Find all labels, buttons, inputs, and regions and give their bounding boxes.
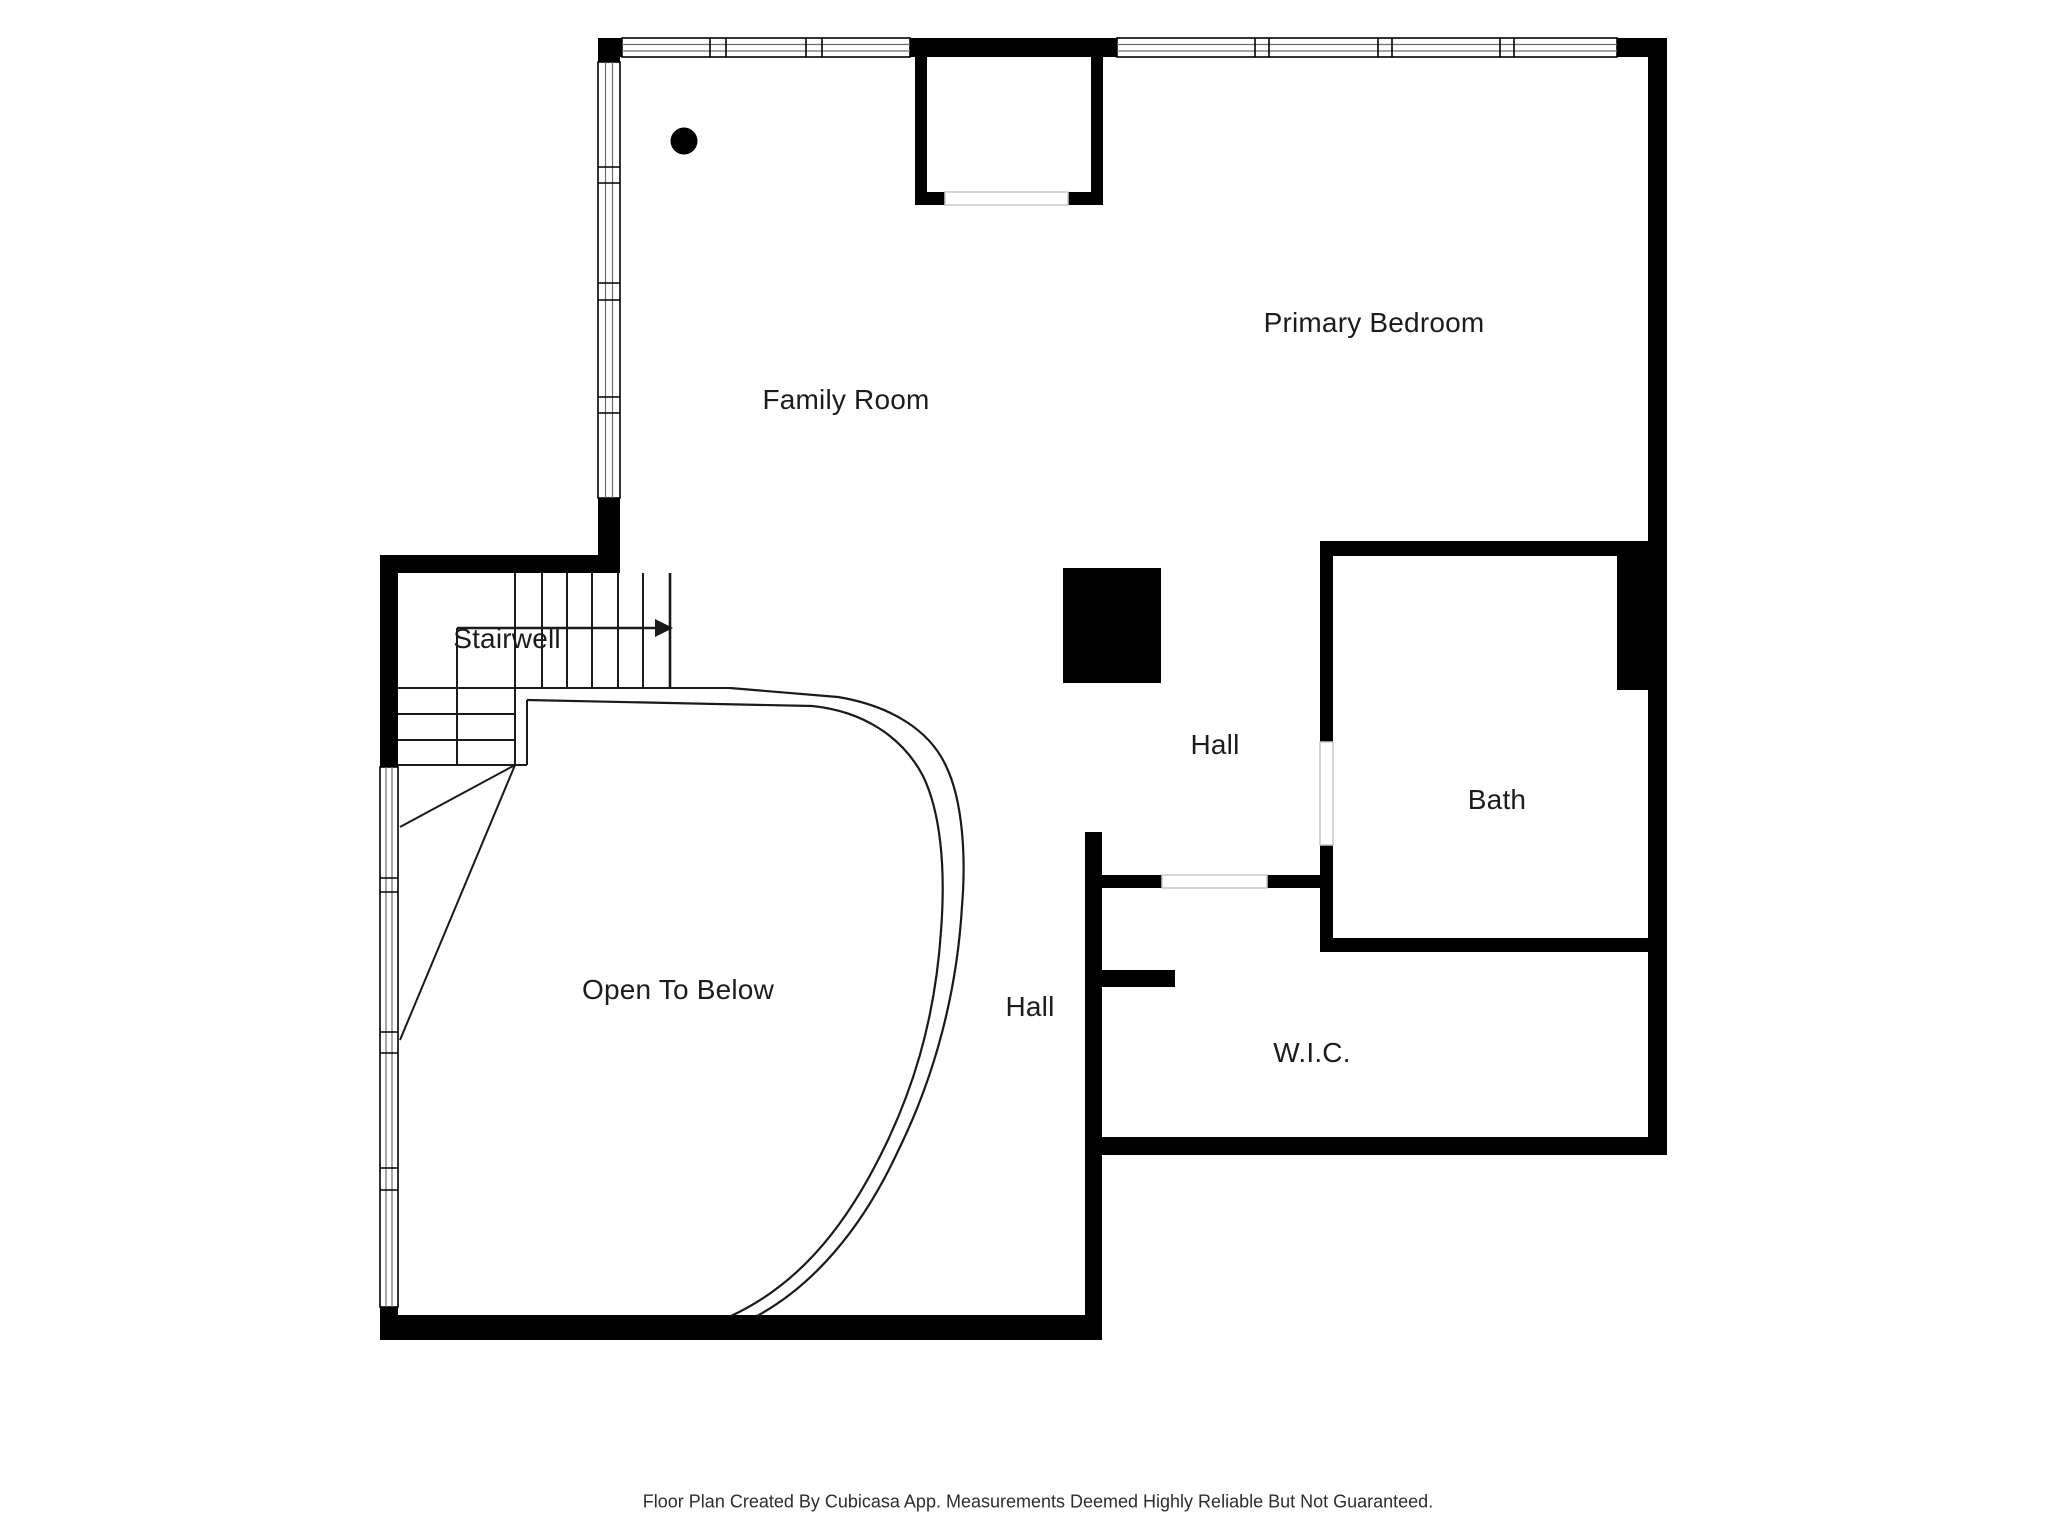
wic-bottom-wall xyxy=(1085,1137,1667,1155)
fireplace-stub-right xyxy=(1068,192,1103,205)
openings xyxy=(944,191,1334,889)
footer-disclaimer: Floor Plan Created By Cubicasa App. Meas… xyxy=(642,1491,1434,1512)
hall-wic-divider-wall xyxy=(1085,832,1102,1340)
room-label-primary-bedroom: Primary Bedroom xyxy=(1263,307,1485,339)
lower-left-wall-upper xyxy=(380,573,398,767)
bath-top-wall xyxy=(1320,541,1648,556)
round-column-icon xyxy=(670,127,698,155)
upper-left-wall-top xyxy=(598,38,620,62)
room-label-family-room: Family Room xyxy=(762,384,930,416)
window-top-right-band xyxy=(1116,37,1618,58)
bath-left-wall-upper xyxy=(1320,541,1333,742)
room-label-bath: Bath xyxy=(1467,784,1527,816)
room-label-open-to-below: Open To Below xyxy=(582,974,774,1006)
balcony-curve xyxy=(526,686,965,1317)
room-label-hall-lower: Hall xyxy=(1005,991,1055,1023)
wic-stub-wall xyxy=(1085,970,1175,987)
bath-bottom-wall xyxy=(1320,938,1648,952)
upper-left-wall-bottom xyxy=(598,498,620,573)
window-top-left-band xyxy=(621,37,911,58)
balcony-curve-inner xyxy=(526,698,944,1317)
room-label-hall-upper: Hall xyxy=(1190,729,1240,761)
bath-right-wall-block xyxy=(1617,556,1667,690)
fireplace-right-wall xyxy=(1091,57,1103,205)
top-wall-center-segment xyxy=(903,38,1117,57)
stairwell-top-wall xyxy=(380,555,618,573)
bath-door-opening xyxy=(1319,741,1334,846)
column-square xyxy=(1063,568,1161,683)
wic-door-opening xyxy=(1161,874,1268,889)
wic-top-wall-right xyxy=(1267,875,1320,888)
fireplace-opening xyxy=(944,191,1069,206)
fireplace-left-wall xyxy=(915,57,927,205)
wic-top-wall-left xyxy=(1085,875,1162,888)
room-label-stairwell: Stairwell xyxy=(453,623,561,655)
bottom-exterior-wall xyxy=(380,1315,1102,1340)
balcony-curve-outer xyxy=(729,686,965,1317)
windows xyxy=(379,37,1618,1308)
bath-left-wall-lower xyxy=(1320,845,1333,952)
window-upper-left-band xyxy=(597,61,621,499)
stair-direction-arrow-icon xyxy=(457,619,673,637)
room-label-wic: W.I.C. xyxy=(1273,1037,1351,1069)
walls xyxy=(380,38,1667,1340)
window-lower-left-band xyxy=(379,766,399,1308)
fireplace-stub-left xyxy=(915,192,945,205)
stairs xyxy=(398,573,730,1041)
